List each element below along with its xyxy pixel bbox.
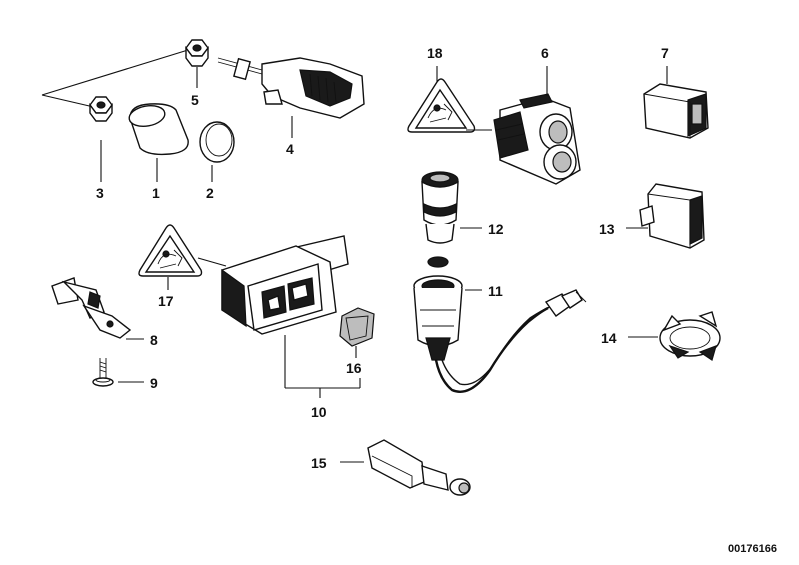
callout-9: 9 bbox=[150, 375, 158, 391]
callout-8: 8 bbox=[150, 332, 158, 348]
callout-17: 17 bbox=[158, 293, 174, 309]
part-18-warning-label[interactable] bbox=[407, 78, 476, 133]
callout-4: 4 bbox=[286, 141, 294, 157]
part-1-cap[interactable] bbox=[128, 103, 189, 156]
grouping-bracket bbox=[41, 49, 189, 109]
document-number: 00176166 bbox=[728, 543, 777, 555]
child-warning-icon bbox=[427, 103, 453, 123]
part-5-nut[interactable] bbox=[185, 39, 209, 67]
callout-14: 14 bbox=[601, 330, 617, 346]
callout-16: 16 bbox=[346, 360, 362, 376]
part-6-double-switch[interactable] bbox=[493, 93, 581, 185]
callout-12: 12 bbox=[488, 221, 504, 237]
part-10-window-switch[interactable] bbox=[221, 235, 349, 335]
callout-1: 1 bbox=[152, 185, 160, 201]
part-17-warning-label[interactable] bbox=[138, 224, 203, 277]
part-16-cover[interactable] bbox=[339, 307, 375, 347]
callout-10: 10 bbox=[311, 404, 327, 420]
callout-7: 7 bbox=[661, 45, 669, 61]
callout-5: 5 bbox=[191, 92, 199, 108]
part-4-switch[interactable] bbox=[217, 57, 365, 119]
part-9-screw[interactable] bbox=[92, 358, 114, 387]
part-2-seal[interactable] bbox=[199, 121, 235, 163]
part-7-switch[interactable] bbox=[643, 83, 709, 139]
callout-15: 15 bbox=[311, 455, 327, 471]
part-12-lighter-element[interactable] bbox=[421, 171, 459, 268]
callout-6: 6 bbox=[541, 45, 549, 61]
callout-11: 11 bbox=[488, 283, 503, 299]
grouping-bracket-10 bbox=[284, 335, 361, 398]
child-warning-icon bbox=[157, 249, 183, 269]
part-15-connector[interactable] bbox=[367, 439, 471, 496]
part-13-module[interactable] bbox=[639, 183, 705, 249]
part-8-bracket[interactable] bbox=[51, 277, 132, 339]
part-11-lighter-socket[interactable] bbox=[413, 275, 587, 393]
part-14-clip-ring[interactable] bbox=[659, 311, 721, 361]
callout-18: 18 bbox=[427, 45, 443, 61]
callout-2: 2 bbox=[206, 185, 214, 201]
callout-13: 13 bbox=[599, 221, 615, 237]
callout-3: 3 bbox=[96, 185, 104, 201]
part-3-nut[interactable] bbox=[89, 96, 113, 122]
